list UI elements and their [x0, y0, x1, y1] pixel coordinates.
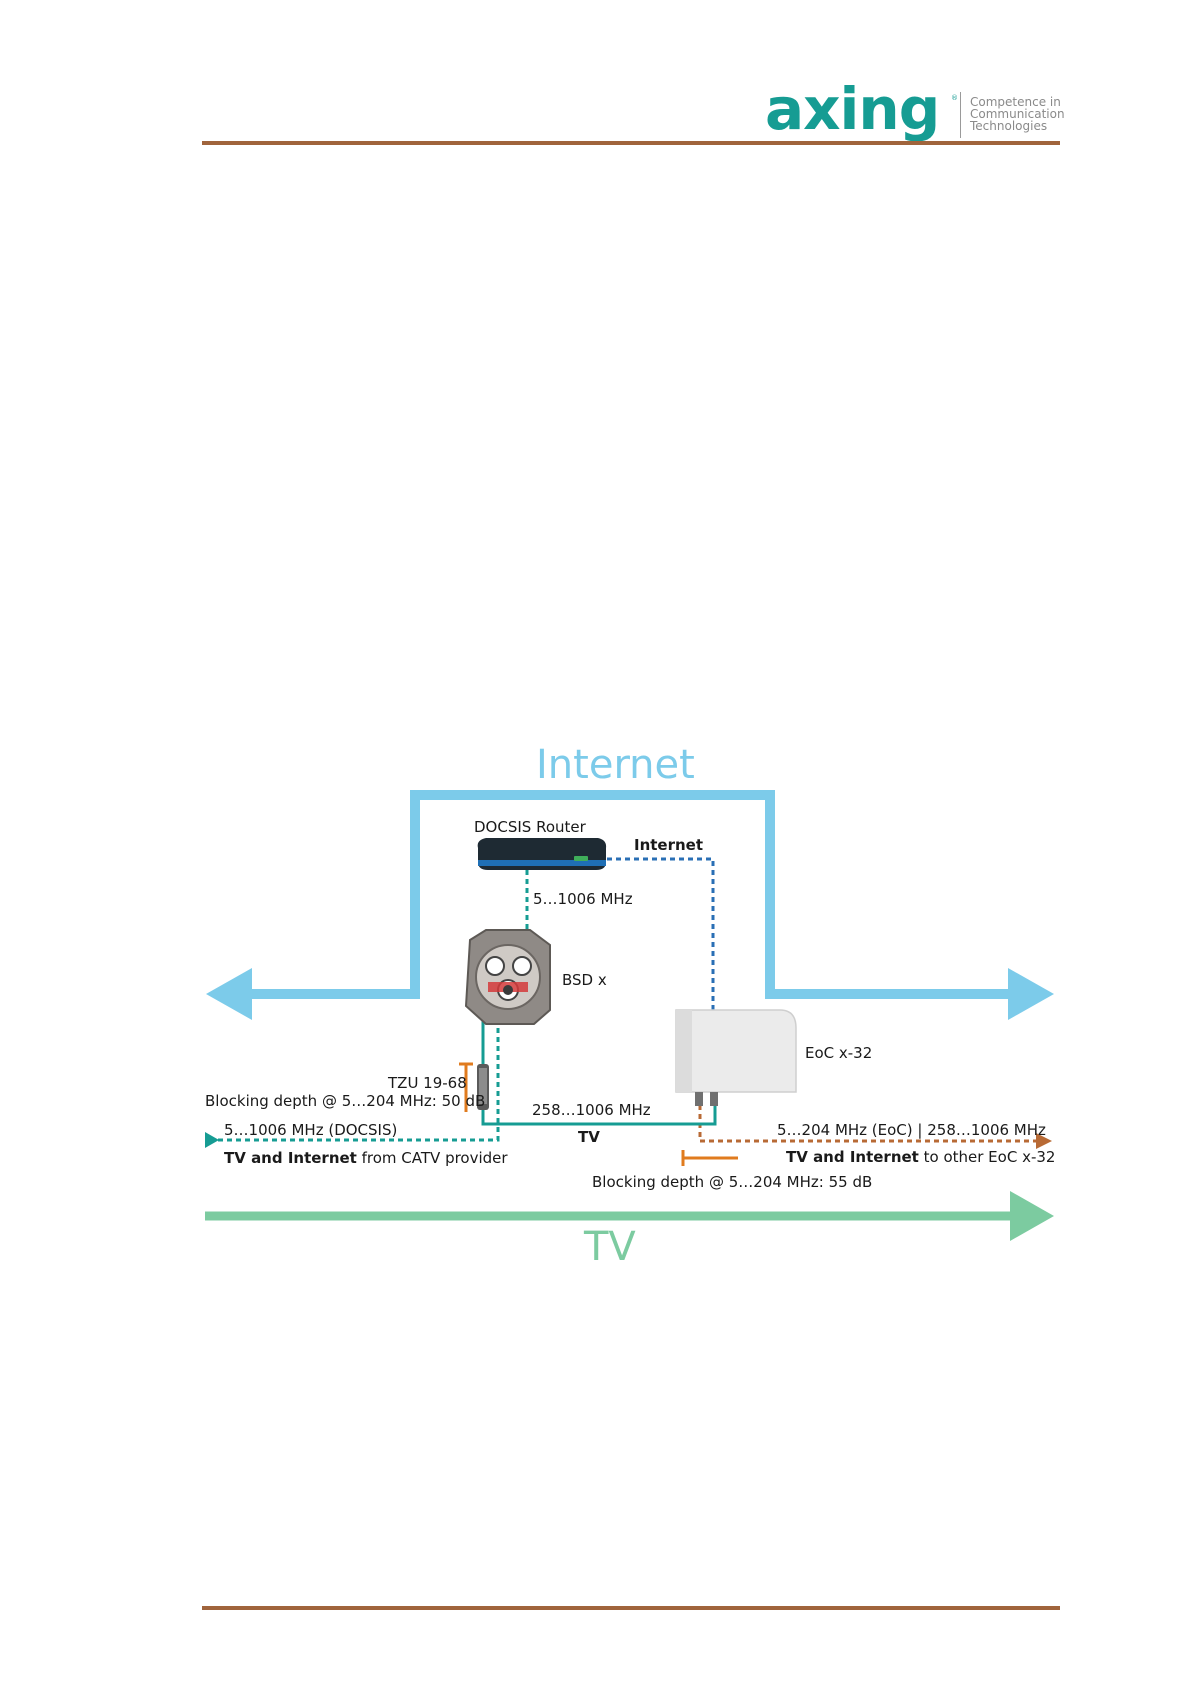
tv-link-label: TV [578, 1128, 600, 1146]
axing-logo: axing ® Competence in Communication Tech… [765, 75, 1065, 144]
bsd-to-eoc-tv-cable [481, 1000, 717, 1126]
internet-arrow-left-head [206, 968, 252, 1020]
output-description-rest: to other EoC x-32 [918, 1148, 1056, 1166]
docsis-router-label: DOCSIS Router [474, 818, 586, 836]
input-description: TV and Internet from CATV provider [224, 1149, 508, 1167]
internet-link-label: Internet [634, 836, 704, 854]
tv-arrow-head [1010, 1191, 1054, 1241]
router-frequency-label: 5…1006 MHz [533, 890, 633, 908]
logo-registered-mark: ® [951, 94, 958, 102]
logo-tagline-3: Technologies [970, 119, 1048, 133]
input-description-rest: from CATV provider [356, 1149, 508, 1167]
tzu-filter-device [459, 1062, 489, 1112]
logo-wordmark: axing [765, 75, 940, 143]
header-rule [202, 141, 1060, 145]
bsd-label: BSD x [562, 971, 607, 989]
tv-title: TV [584, 1224, 636, 1270]
output-description-bold: TV and Internet [786, 1148, 919, 1166]
logo-tagline-1: Competence in [970, 95, 1061, 109]
docsis-router-device [477, 838, 607, 870]
eoc-output-arrow-head [1036, 1133, 1052, 1149]
bsd-socket-device [464, 929, 551, 1025]
tv-frequency-label: 258…1006 MHz [532, 1101, 651, 1119]
output-frequency-label: 5…204 MHz (EoC) | 258…1006 MHz [777, 1121, 1046, 1139]
eoc-blocking-label: Blocking depth @ 5…204 MHz: 55 dB [592, 1173, 873, 1191]
internet-title: Internet [536, 742, 695, 788]
tzu-blocking-label: Blocking depth @ 5…204 MHz: 50 dB [205, 1092, 486, 1110]
eoc-device [675, 1009, 797, 1166]
input-frequency-label: 5…1006 MHz (DOCSIS) [224, 1121, 398, 1139]
catv-input-arrow-head [205, 1132, 219, 1148]
internet-path-arrow [250, 790, 1012, 999]
catv-input-link [218, 1000, 500, 1142]
footer-rule [202, 1606, 1060, 1610]
eoc-output-link [698, 1105, 1040, 1143]
router-to-eoc-internet-link [607, 857, 715, 1010]
tzu-blocking-marker [459, 1062, 473, 1112]
logo-tagline-2: Communication [970, 107, 1065, 121]
input-description-bold: TV and Internet [224, 1149, 357, 1167]
tzu-label: TZU 19-68 [388, 1074, 467, 1092]
logo-divider [960, 92, 961, 138]
output-description: TV and Internet to other EoC x-32 [786, 1148, 1055, 1166]
eoc-label: EoC x-32 [805, 1044, 873, 1062]
eoc-blocking-marker [681, 1150, 738, 1166]
internet-arrow-right-head [1008, 968, 1054, 1020]
